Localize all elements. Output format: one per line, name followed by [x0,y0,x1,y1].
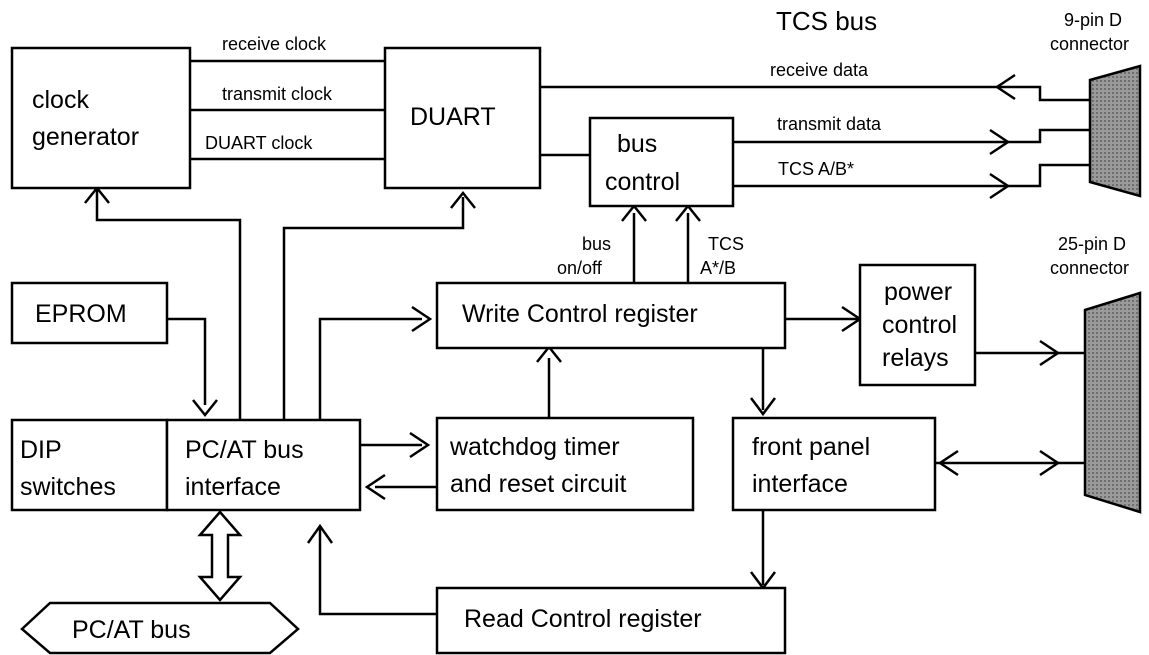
bus-control-label-1: bus [617,130,657,158]
arrow-right-transmit-data [989,128,1011,156]
arrow-right-watchdog [409,431,431,459]
watchdog-label-1: watchdog timer [449,433,620,461]
arrow-left-interface [364,473,386,501]
watchdog-label-2: and reset circuit [450,470,627,498]
arrow-right-25pin-relays [1039,339,1061,367]
tcs-astar-b-label-2: A*/B [700,258,736,278]
bus-onoff-label-2: on/off [557,258,603,278]
eprom-label: EPROM [35,300,127,328]
relays-label-3: relays [882,344,949,372]
receive-clock-label: receive clock [222,34,327,54]
arrow-down-interface [192,399,218,418]
write-control-register-label: Write Control register [462,300,698,328]
diagram-title: TCS bus [776,6,877,36]
wire-eprom-to-interface [167,317,207,405]
watchdog-block: watchdog timer and reset circuit [435,416,695,512]
pcat-interface-label-2: interface [185,473,281,501]
tcs-astar-b-label-1: TCS [708,234,744,254]
pcat-bus-shape: PC/AT bus [20,601,300,655]
front-panel-label-1: front panel [752,433,870,461]
pcat-bus-label: PC/AT bus [72,616,191,644]
twentyfive-pin-label-1: 25-pin D [1058,234,1126,254]
power-control-relays-block: power control relays [858,263,977,387]
dip-switches-label-1: DIP [20,436,62,464]
clock-generator-label-2: generator [32,123,139,151]
read-control-register-label: Read Control register [464,605,702,633]
eprom-block: EPROM [10,281,169,345]
nine-pin-label-1: 9-pin D [1064,10,1122,30]
arrow-left-receive-data [994,73,1016,101]
wire-interface-to-clockgen [95,190,242,420]
duart-clock-label: DUART clock [205,133,313,153]
dip-switches-label-2: switches [20,473,116,501]
arrow-up-interface [306,523,334,544]
arrow-right-write-reg [411,305,433,333]
bus-control-block: bus control [588,116,735,208]
clock-generator-label-1: clock [32,86,89,114]
arrow-down-front-panel [750,397,776,417]
receive-data-label: receive data [770,60,869,80]
read-control-register-block: Read Control register [435,586,787,655]
nine-pin-label-2: connector [1050,34,1129,54]
tcs-ab-line [733,163,1090,188]
front-panel-label-2: interface [752,470,848,498]
dip-switches-block: DIP switches [10,418,169,512]
twentyfive-pin-connector [1083,291,1142,514]
arrow-left-front-panel [937,449,959,477]
clock-generator-block: clock generator [10,46,192,190]
wire-interface-to-duart [282,197,465,420]
pcat-interface-label-1: PC/AT bus [185,436,304,464]
wire-read-reg-to-interface [318,528,437,616]
receive-data-line [540,85,1090,102]
wire-interface-to-write-reg [318,317,422,420]
arrow-right-tcs-ab [989,172,1011,200]
arrow-up-duart [450,190,476,209]
duart-block: DUART [383,46,542,190]
relays-label-2: control [882,311,957,339]
tcs-ab-label: TCS A/B* [778,159,854,179]
relays-label-1: power [884,278,952,306]
pcat-bus-interface-block: PC/AT bus interface [165,418,362,512]
bus-onoff-label-1: bus [582,234,611,254]
write-control-register-block: Write Control register [435,281,787,350]
transmit-clock-label: transmit clock [222,84,333,104]
duart-label: DUART [410,103,496,131]
transmit-data-line [733,128,1090,144]
bus-control-label-2: control [605,168,680,196]
arrow-right-25pin-front [1039,449,1061,477]
transmit-data-label: transmit data [777,114,882,134]
front-panel-interface-block: front panel interface [731,416,937,512]
pcat-bus-double-arrow [197,510,243,602]
twentyfive-pin-label-2: connector [1050,258,1129,278]
nine-pin-connector [1088,64,1142,198]
